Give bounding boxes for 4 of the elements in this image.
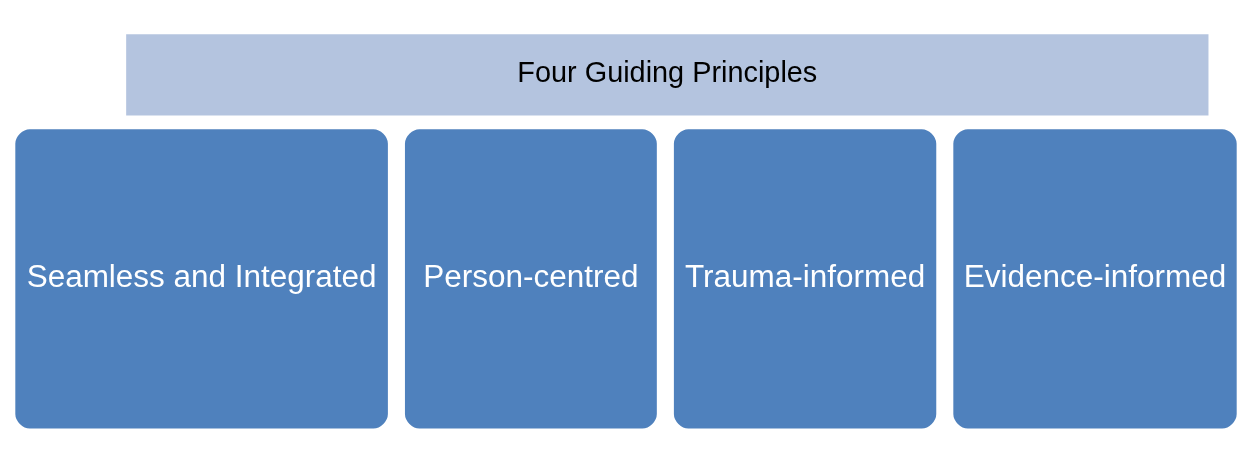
node-box: Person-centred xyxy=(402,126,660,431)
node-box: Evidence-informed xyxy=(950,126,1240,431)
node-box: Trauma-informed xyxy=(671,126,939,431)
node-box: Seamless and Integrated xyxy=(12,126,391,431)
